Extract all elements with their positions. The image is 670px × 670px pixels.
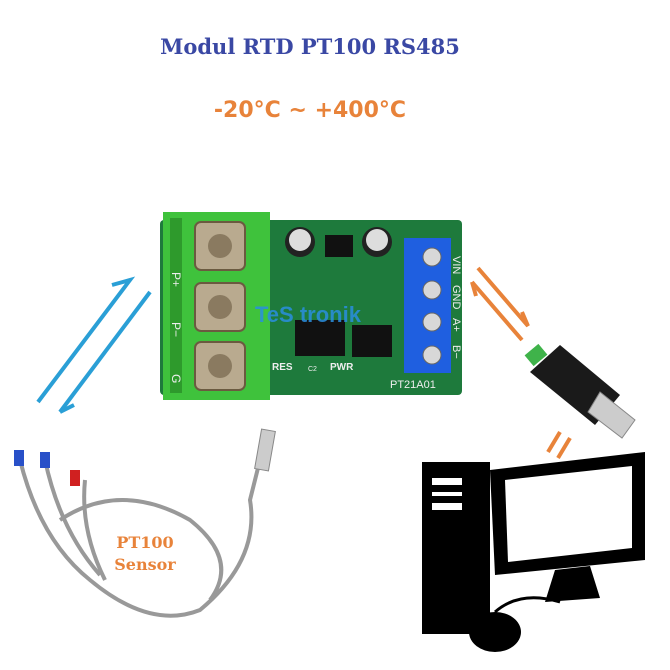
terminal-label: B− [450,345,462,359]
temperature-range: -20°C ~ +400°C [213,98,407,123]
watermark: TeS tronik [255,302,362,327]
pt100-sensor-icon [18,439,267,618]
bidirectional-arrow-icon [36,276,152,414]
silkscreen-pwr: PWR [330,362,354,373]
silkscreen-c2: C2 [308,366,317,373]
usb-rs485-adapter-icon [524,343,636,439]
page-title: Modul RTD PT100 RS485 [160,34,460,59]
terminal-label: G [169,374,183,383]
terminal-label: P− [169,322,183,337]
model-label: PT21A01 [390,379,436,391]
terminal-label: A+ [450,318,462,332]
terminal-label: GND [450,285,462,310]
sensor-label: PT100 Sensor [100,532,190,576]
computer-icon [422,452,645,652]
silkscreen-res: RES [272,362,293,373]
sensor-label-line1: PT100 [116,533,174,552]
rtd-module-board: P+ P− G VIN GND A+ B− RES PWR C2 PT21A01… [160,212,462,400]
terminal-label: VIN [450,256,462,274]
bidirectional-arrow-icon [470,266,572,460]
sensor-label-line2: Sensor [114,555,176,574]
terminal-label: P+ [169,272,183,287]
